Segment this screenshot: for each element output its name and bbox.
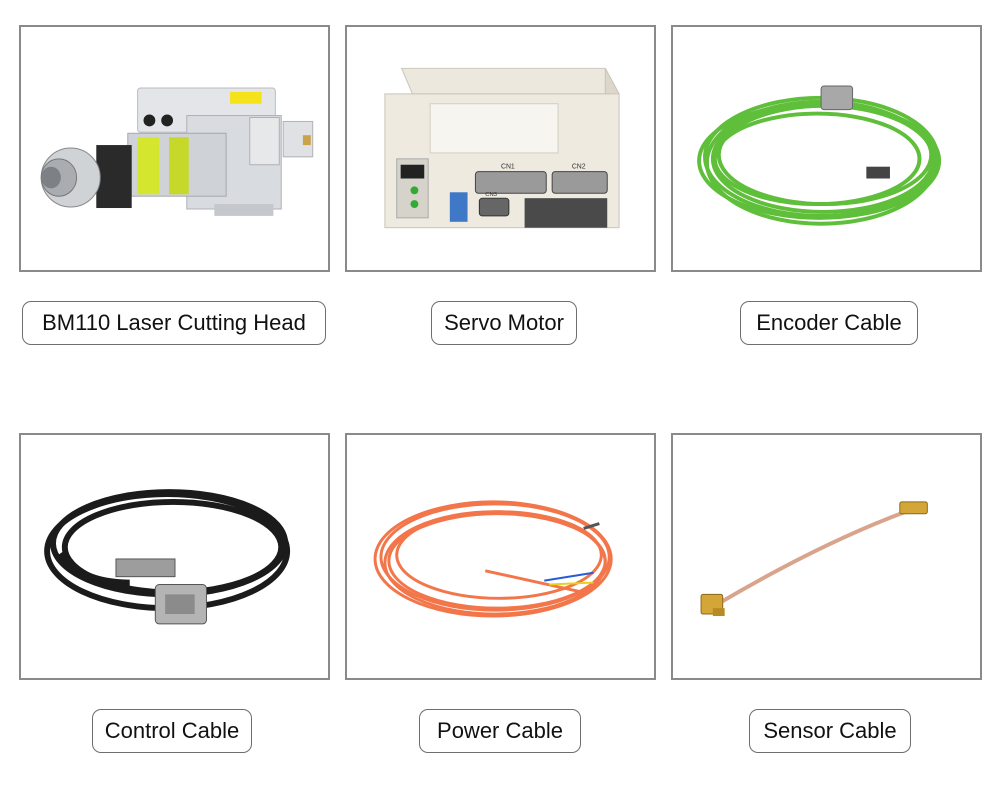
sensor-cable-image [700,501,928,617]
cn1-label: CN1 [501,164,515,171]
control-cable-image [44,489,291,625]
cn2-label: CN2 [572,164,586,171]
product-label-control-cable: Control Cable [92,709,252,753]
product-card-laser-cutting-head[interactable] [19,25,330,272]
product-label-sensor-cable: Sensor Cable [749,709,911,753]
power-cable-image [373,500,613,618]
product-card-servo-motor[interactable]: CN1 CN2 CN3 [345,25,656,272]
servo-motor-image: CN1 CN2 CN3 [384,67,620,229]
product-card-sensor-cable[interactable] [671,433,982,680]
product-label-encoder-cable: Encoder Cable [740,301,918,345]
product-card-control-cable[interactable] [19,433,330,680]
encoder-cable-image [697,85,942,226]
product-label-laser-cutting-head: BM110 Laser Cutting Head [22,301,326,345]
product-card-power-cable[interactable] [345,433,656,680]
product-label-servo-motor: Servo Motor [431,301,577,345]
laser-cutting-head-image [40,87,314,216]
product-label-power-cable: Power Cable [419,709,581,753]
product-card-encoder-cable[interactable] [671,25,982,272]
cn3-label: CN3 [485,192,498,198]
